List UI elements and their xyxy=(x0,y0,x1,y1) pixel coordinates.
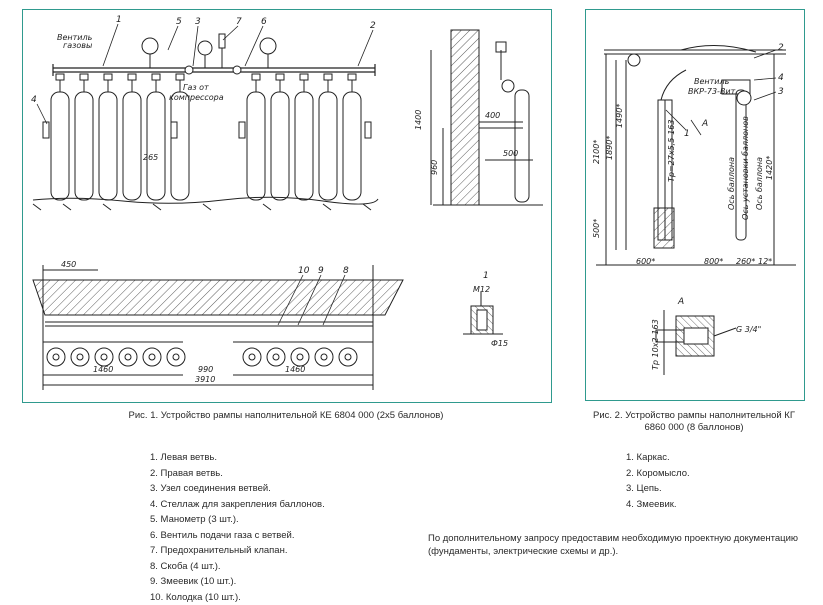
fig2-dim-800: 800* xyxy=(704,257,723,266)
fig2-label-3: 3 xyxy=(778,87,784,97)
dim-990: 990 xyxy=(198,365,213,374)
fig2-label-a: А xyxy=(701,119,708,129)
legend2-item: 3. Цепь. xyxy=(626,481,690,497)
dim-1400: 1400 xyxy=(414,110,423,130)
figure-1-ramp-drawing: 1 5 3 7 6 2 4 Вентиль газовы Газ от комп… xyxy=(22,9,552,403)
label-6: 6 xyxy=(261,17,267,27)
label-2: 2 xyxy=(370,21,376,31)
legend-figure-1: 1. Левая ветвь. 2. Правая ветвь. 3. Узел… xyxy=(150,450,325,605)
dim-400: 400 xyxy=(485,111,500,120)
legend1-item: 10. Колодка (10 шт.). xyxy=(150,590,325,605)
legend2-item: 2. Коромысло. xyxy=(626,466,690,482)
fig2-dim-1890: 1890* xyxy=(605,136,614,160)
legend1-item: 8. Скоба (4 шт.). xyxy=(150,559,325,575)
fig2-dim-600: 600* xyxy=(636,257,655,266)
label-7: 7 xyxy=(236,17,242,27)
left-cylinder-group xyxy=(43,74,189,200)
legend1-item: 9. Змеевик (10 шт.). xyxy=(150,574,325,590)
detail-a-pipe: Тр 10х2-163 xyxy=(651,319,660,370)
plan-view xyxy=(33,265,403,390)
legend2-item: 4. Змеевик. xyxy=(626,497,690,513)
legend1-item: 5. Манометр (3 шт.). xyxy=(150,512,325,528)
legend1-item: 2. Правая ветвь. xyxy=(150,466,325,482)
detail-label-1: 1 xyxy=(483,271,489,281)
label-gas-from-1: Газ от xyxy=(183,83,209,92)
label-gas-from-2: компрессора xyxy=(169,93,224,102)
label-3: 3 xyxy=(195,17,201,27)
fig2-label-4: 4 xyxy=(778,73,784,83)
fig2-ventil: Вентиль xyxy=(694,77,730,86)
legend1-item: 1. Левая ветвь. xyxy=(150,450,325,466)
dim-450: 450 xyxy=(61,260,76,269)
label-1: 1 xyxy=(116,15,122,25)
fig2-axis-2: Ось установки баллонов xyxy=(741,116,750,220)
ground-line xyxy=(33,197,378,210)
label-8: 8 xyxy=(343,266,349,276)
documentation-note: По дополнительному запросу предоставим н… xyxy=(428,532,813,558)
dim-3910: 3910 xyxy=(195,375,215,384)
detail-m12 xyxy=(463,292,503,334)
dim-500: 500 xyxy=(503,149,518,158)
fig2-ventil-type: ВКР-73-Вит xyxy=(688,87,736,96)
legend1-item: 3. Узел соединения ветвей. xyxy=(150,481,325,497)
figure-1-caption: Рис. 1. Устройство рампы наполнительной … xyxy=(22,410,550,422)
legend1-item: 7. Предохранительный клапан. xyxy=(150,543,325,559)
figure-2-caption: Рис. 2. Устройство рампы наполнительной … xyxy=(585,410,803,434)
fig2-pipe: Тр=27х5,5-163 xyxy=(667,120,676,182)
fig2-dim-500: 500* xyxy=(592,219,601,238)
label-5: 5 xyxy=(176,17,182,27)
fig2-dim-2100: 2100* xyxy=(592,140,601,164)
detail-d15-label: Ф15 xyxy=(491,339,508,348)
figure-2-svg: 2 4 3 1 Вентиль ВКР-73-Вит А Тр=27х5,5-1… xyxy=(586,10,804,400)
fig2-label-2: 2 xyxy=(778,43,784,53)
fig2-dim-12: 12* xyxy=(758,257,772,266)
fig2-axis-1: Ось баллона xyxy=(727,157,736,210)
label-gazovy: газовы xyxy=(63,41,92,50)
figure-2-ramp-drawing: 2 4 3 1 Вентиль ВКР-73-Вит А Тр=27х5,5-1… xyxy=(585,9,805,401)
fig2-label-1: 1 xyxy=(684,129,690,139)
legend1-item: 4. Стеллаж для закрепления баллонов. xyxy=(150,497,325,513)
detail-m12-label: М12 xyxy=(473,285,490,294)
detail-a xyxy=(656,310,736,375)
detail-a-label: А xyxy=(677,297,684,307)
right-cylinder-group xyxy=(239,74,371,200)
detail-a-thread: G 3/4" xyxy=(736,325,761,334)
dim-1460-left: 1460 xyxy=(93,365,113,374)
dim-265: 265 xyxy=(143,153,158,162)
fig2-dim-1420: 1420* xyxy=(765,156,774,180)
label-10: 10 xyxy=(298,266,310,276)
label-4: 4 xyxy=(31,95,37,105)
dim-1460-right: 1460 xyxy=(285,365,305,374)
label-9: 9 xyxy=(318,266,324,276)
fig2-axis-3: Ось баллона xyxy=(755,157,764,210)
legend2-item: 1. Каркас. xyxy=(626,450,690,466)
legend-figure-2: 1. Каркас. 2. Коромысло. 3. Цепь. 4. Зме… xyxy=(626,450,690,512)
fig2-dim-260: 260* xyxy=(736,257,755,266)
fig2-dim-1490: 1490* xyxy=(615,104,624,128)
figure-1-svg: 1 5 3 7 6 2 4 Вентиль газовы Газ от комп… xyxy=(23,10,551,402)
legend1-item: 6. Вентиль подачи газа с ветвей. xyxy=(150,528,325,544)
dim-960: 960 xyxy=(430,160,439,175)
